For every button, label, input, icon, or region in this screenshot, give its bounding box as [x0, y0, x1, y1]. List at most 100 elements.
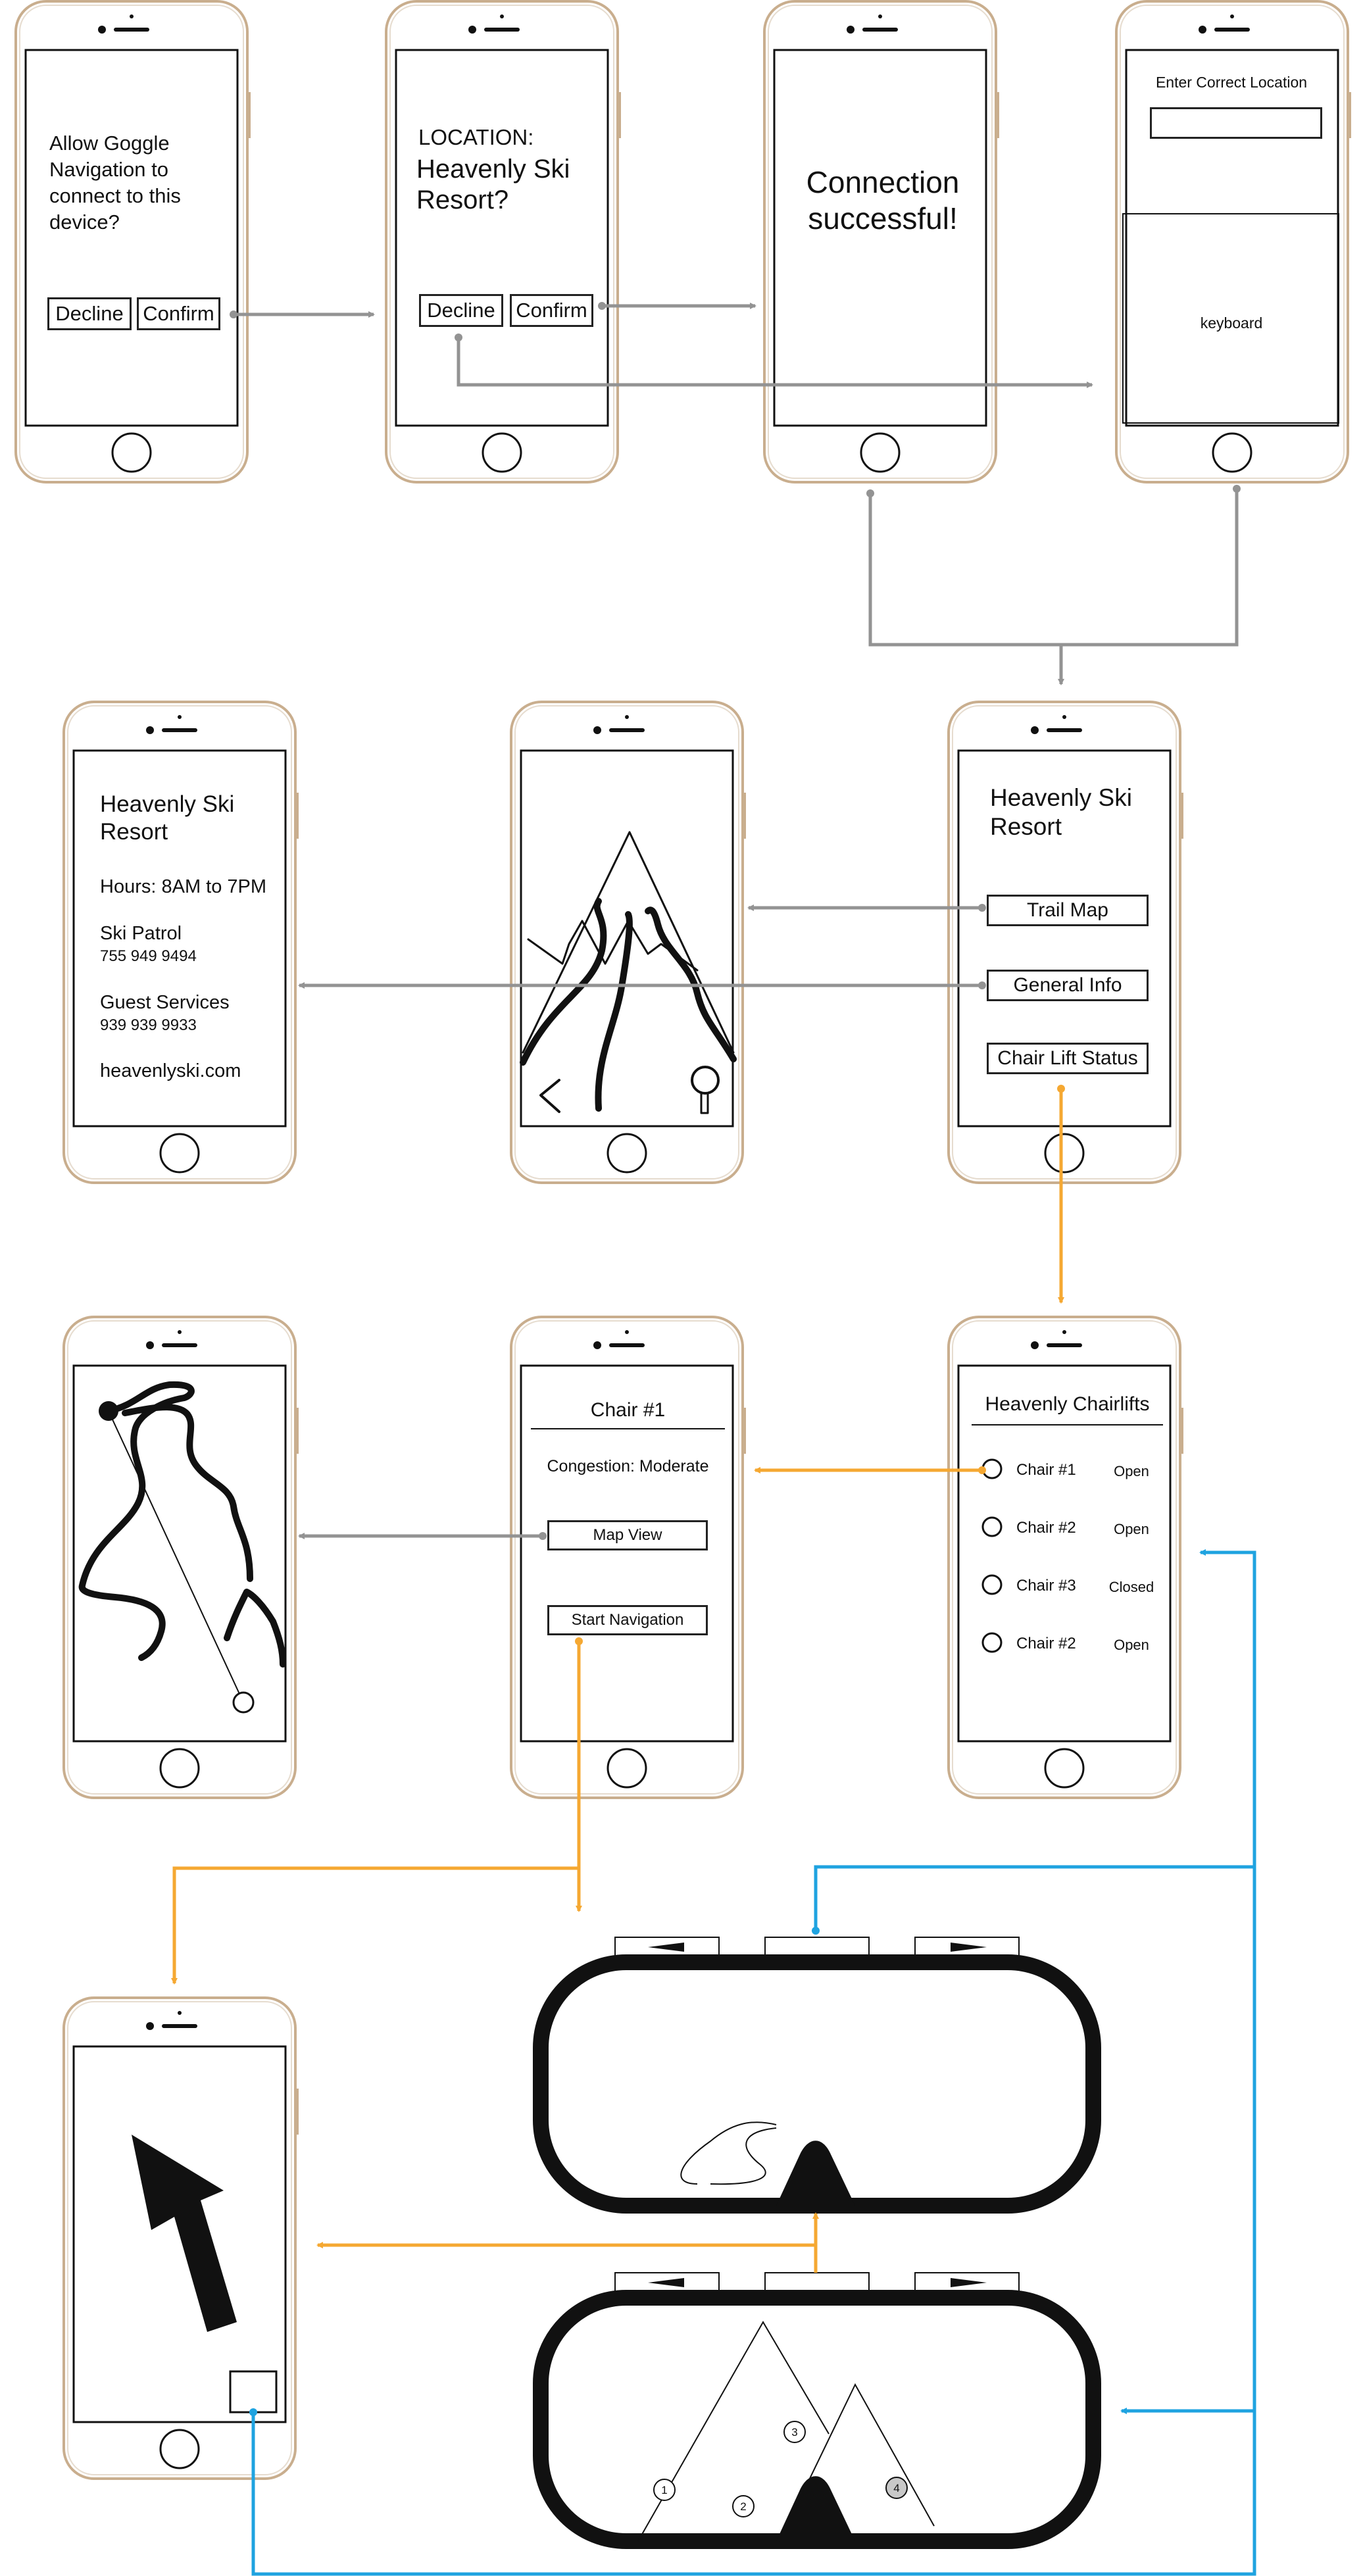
- chair-radios: [981, 1458, 1003, 1653]
- home-button[interactable]: [1044, 1748, 1085, 1789]
- info-website[interactable]: heavenlyski.com: [100, 1060, 241, 1081]
- front-camera: [146, 1341, 154, 1349]
- gray-arrows: [230, 302, 1241, 1540]
- allow-prompt-line-4: device?: [49, 211, 120, 234]
- marker-2-label: 2: [740, 2500, 746, 2513]
- phone-screen: [1125, 49, 1339, 427]
- marker-4: [885, 2477, 908, 2499]
- phone-inner-rim: [952, 705, 1177, 1179]
- goggle-lower-center-button[interactable]: [764, 2272, 870, 2293]
- marker-2: [732, 2495, 755, 2517]
- chair-radio-4[interactable]: [981, 1632, 1003, 1653]
- chair-row-4-status: Open: [1114, 1637, 1149, 1653]
- phone-inner-rim: [1120, 5, 1345, 479]
- home-button[interactable]: [1044, 1133, 1085, 1174]
- speaker-grill: [162, 1343, 197, 1347]
- side-button: [1349, 92, 1351, 138]
- goggle-upper-road: [680, 2121, 777, 2185]
- home-button[interactable]: [159, 1133, 200, 1174]
- front-camera: [847, 26, 855, 34]
- chair-row-3-name: Chair #3: [1016, 1577, 1076, 1595]
- front-camera: [1031, 726, 1039, 734]
- side-button: [997, 92, 999, 138]
- phone-inner-rim: [67, 2001, 292, 2475]
- home-button[interactable]: [607, 1748, 647, 1789]
- left-triangle-icon: [648, 1943, 684, 1952]
- home-button[interactable]: [860, 432, 901, 473]
- back-chevron-icon[interactable]: [539, 1079, 560, 1113]
- goggle-lower: 1 2 3 4: [533, 2272, 1101, 2549]
- ski-trail-2: [595, 911, 633, 1112]
- phone-navigation: [62, 1996, 299, 2480]
- blue-arrow-to-goggle-upper: [814, 1865, 1254, 1931]
- gray-arrow-decline-to-keyboard: [457, 337, 1093, 388]
- map-trail-1: [78, 1381, 195, 1661]
- chair-radio-2[interactable]: [981, 1516, 1003, 1537]
- chair-row-1-name: Chair #1: [1016, 1461, 1076, 1479]
- front-sensor: [130, 14, 134, 18]
- congestion-text: Congestion: Moderate: [547, 1457, 709, 1475]
- confirm-button[interactable]: Confirm: [510, 294, 593, 327]
- front-sensor: [878, 14, 882, 18]
- right-triangle-icon: [951, 2278, 987, 2287]
- map-view-button[interactable]: Map View: [547, 1520, 708, 1550]
- front-camera: [146, 726, 154, 734]
- chair-lift-status-button[interactable]: Chair Lift Status: [987, 1043, 1149, 1074]
- front-sensor: [625, 1330, 629, 1334]
- allow-prompt-line-3: connect to this: [49, 184, 181, 207]
- side-button: [743, 1408, 746, 1454]
- speaker-grill: [114, 28, 149, 32]
- speaker-grill: [1047, 728, 1082, 732]
- home-button[interactable]: [159, 2429, 200, 2469]
- chair-detail-title: Chair #1: [590, 1399, 666, 1421]
- marker-1-label: 1: [661, 2484, 667, 2496]
- allow-prompt-line-1: Allow Goggle: [49, 132, 170, 155]
- confirm-button[interactable]: Confirm: [137, 297, 220, 330]
- home-button[interactable]: [1212, 432, 1252, 473]
- home-button[interactable]: [607, 1133, 647, 1174]
- gray-arrow-success-merge: [868, 489, 1239, 647]
- decline-button[interactable]: Decline: [419, 294, 503, 327]
- speaker-grill: [1047, 1343, 1082, 1347]
- general-info-button[interactable]: General Info: [987, 970, 1149, 1001]
- home-button[interactable]: [111, 432, 152, 473]
- chair-radio-3[interactable]: [981, 1574, 1003, 1595]
- phone-general-info: [62, 701, 299, 1184]
- location-place-line-1: Heavenly Ski: [416, 155, 570, 184]
- decline-button[interactable]: Decline: [47, 297, 132, 330]
- phone-screen: [773, 49, 987, 427]
- goggle-upper-center-button[interactable]: [764, 1937, 870, 1958]
- trail-map-button[interactable]: Trail Map: [987, 895, 1149, 926]
- nav-toggle-square[interactable]: [229, 2370, 278, 2414]
- phone-allow-connect: [14, 0, 251, 483]
- front-sensor: [178, 2011, 182, 2015]
- marker-3: [783, 2421, 806, 2443]
- direction-arrow-icon: [132, 2135, 237, 2332]
- phone-confirm-location: [385, 0, 621, 483]
- location-input[interactable]: [1150, 107, 1322, 139]
- phone-inner-rim: [67, 1320, 292, 1795]
- map-trail-2: [122, 1404, 253, 1582]
- front-sensor: [178, 715, 182, 719]
- map-trail-3: [224, 1589, 286, 1668]
- right-triangle-icon: [951, 1943, 987, 1952]
- allow-prompt-line-2: Navigation to: [49, 158, 168, 181]
- phone-screen: [395, 49, 609, 427]
- blue-arrow-main: [251, 1549, 1256, 2576]
- left-triangle-icon: [648, 2278, 684, 2287]
- phone-screen: [957, 1364, 1172, 1743]
- home-button[interactable]: [159, 1748, 200, 1789]
- start-navigation-button[interactable]: Start Navigation: [547, 1605, 708, 1635]
- keyboard-placeholder: keyboard: [1200, 314, 1263, 332]
- phone-inner-rim: [19, 5, 244, 479]
- front-camera: [146, 2022, 154, 2030]
- info-hours: Hours: 8AM to 7PM: [100, 876, 267, 897]
- side-button: [1181, 793, 1183, 839]
- side-button: [296, 2089, 299, 2135]
- chair-row-1-status: Open: [1114, 1463, 1149, 1479]
- enter-location-title: Enter Correct Location: [1155, 74, 1308, 91]
- front-camera: [593, 726, 601, 734]
- home-button[interactable]: [482, 432, 522, 473]
- goggle-lower-nose-bridge: [776, 2476, 855, 2541]
- phone-resort-menu: [947, 701, 1183, 1184]
